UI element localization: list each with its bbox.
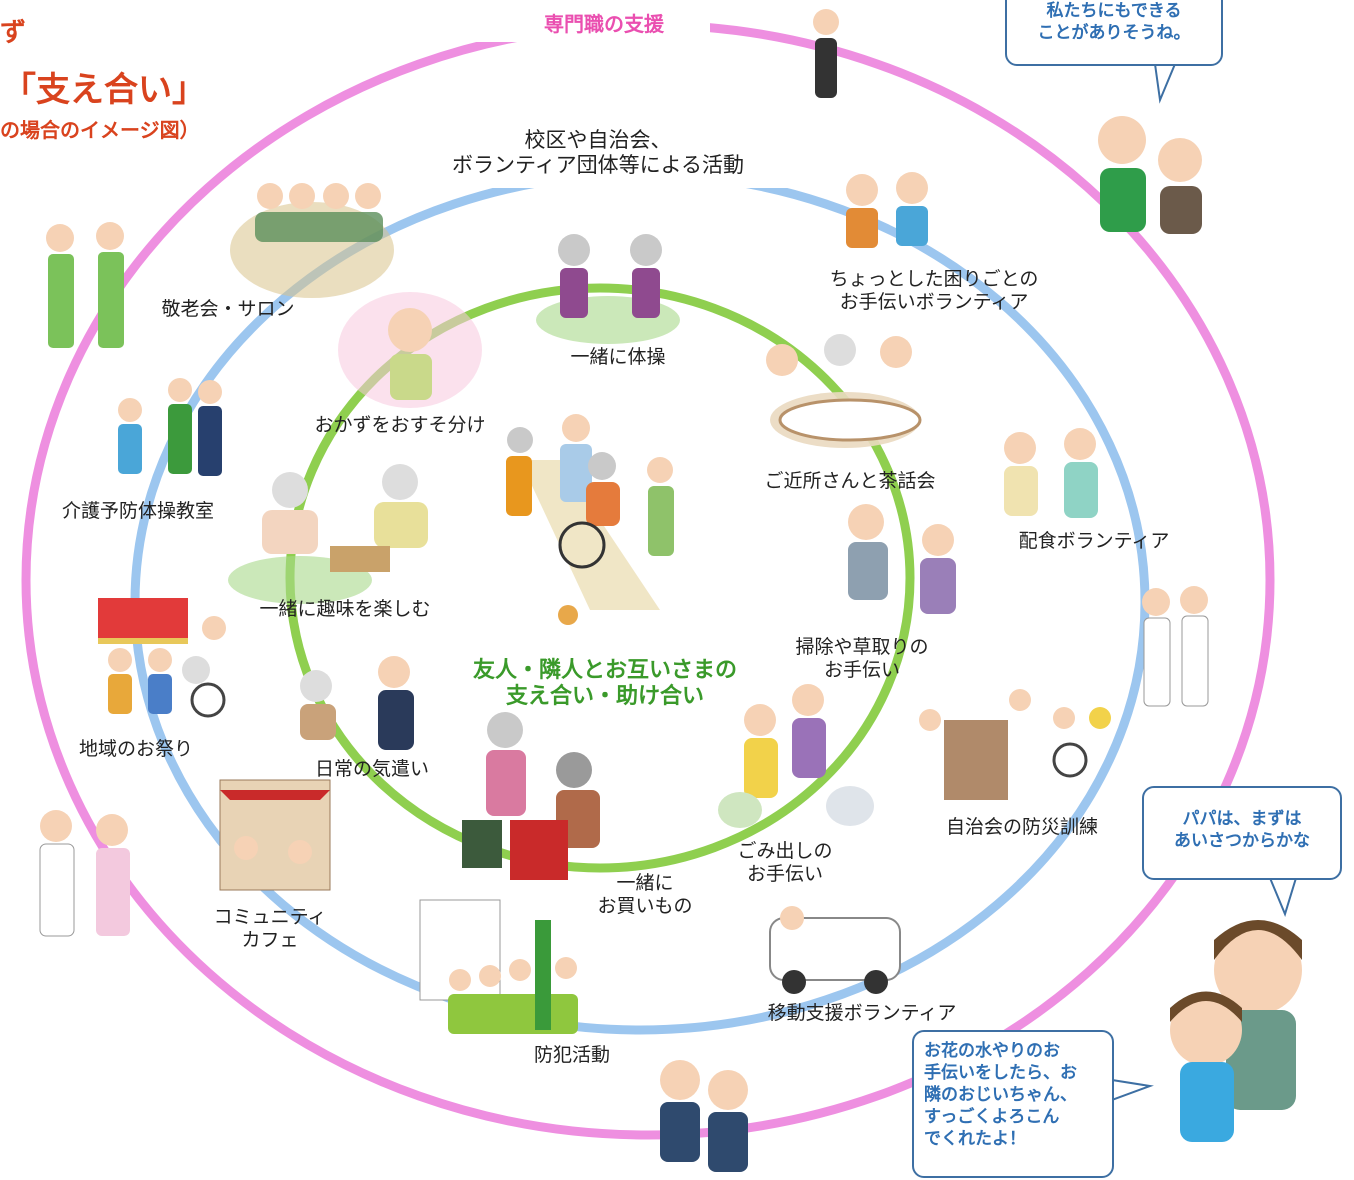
bubble-tail xyxy=(1153,63,1177,104)
label-idou: 移動支援ボランティア xyxy=(767,1002,957,1024)
label-taiso: 一緒に体操 xyxy=(570,346,666,368)
speech-bubble-child-text: お花の水やりのお 手伝いをしたら、お 隣のおじいちゃん、 すっごくよろこん でく… xyxy=(924,1041,1077,1150)
label-osusowake: おかずをおすそ分け xyxy=(314,414,486,436)
label-kaigo: 介護予防体操教室 xyxy=(61,500,215,522)
diagram-title-line3: の場合のイメージ図） xyxy=(0,118,200,142)
outer-ring-label: 専門職の支援 xyxy=(544,12,664,36)
label-komarigoto: ちょっとした困りごとの お手伝いボランティア xyxy=(829,268,1039,313)
speech-bubble-papa: パパは、まずは あいさつからかな xyxy=(1142,786,1342,880)
label-gomi: ごみ出しの お手伝い xyxy=(737,840,833,885)
label-keirou: 敬老会・サロン xyxy=(161,298,295,320)
speech-bubble-child: お花の水やりのお 手伝いをしたら、お 隣のおじいちゃん、 すっごくよろこん でく… xyxy=(912,1030,1114,1178)
path-illustration xyxy=(520,460,660,610)
label-cafe: コミュニティ カフェ xyxy=(213,906,327,951)
bubble-tail xyxy=(1111,1078,1154,1102)
speech-bubble-elders-text: 私たちにもできる ことがありそうね。 xyxy=(1037,1,1191,44)
label-soji: 掃除や草取りの お手伝い xyxy=(795,636,929,681)
speech-bubble-papa-text: パパは、まずは あいさつからかな xyxy=(1174,809,1310,852)
label-matsuri: 地域のお祭り xyxy=(78,738,194,760)
label-chawakai: ご近所さんと茶話会 xyxy=(764,470,936,492)
label-kaimono: 一緒に お買いもの xyxy=(597,872,693,917)
label-bousai: 自治会の防災訓練 xyxy=(945,816,1099,838)
bubble-tail xyxy=(1268,877,1298,917)
label-haishoku: 配食ボランティア xyxy=(1018,530,1170,552)
diagram-title-line1: ず xyxy=(0,18,27,48)
outer-ring xyxy=(21,20,1275,1140)
inner-ring-label: 友人・隣人とお互いさまの 支え合い・助け合い xyxy=(472,658,738,710)
middle-ring-label: 校区や自治会、 ボランティア団体等による活動 xyxy=(451,128,745,178)
label-kizukai: 日常の気遣い xyxy=(314,758,430,780)
label-shumi: 一緒に趣味を楽しむ xyxy=(259,598,431,620)
label-bouhan: 防犯活動 xyxy=(533,1044,611,1066)
diagram-title-line2: 「支え合い」 xyxy=(2,70,206,110)
speech-bubble-elders: 私たちにもできる ことがありそうね。 xyxy=(1005,0,1223,66)
people-illustrations xyxy=(39,9,1302,1172)
